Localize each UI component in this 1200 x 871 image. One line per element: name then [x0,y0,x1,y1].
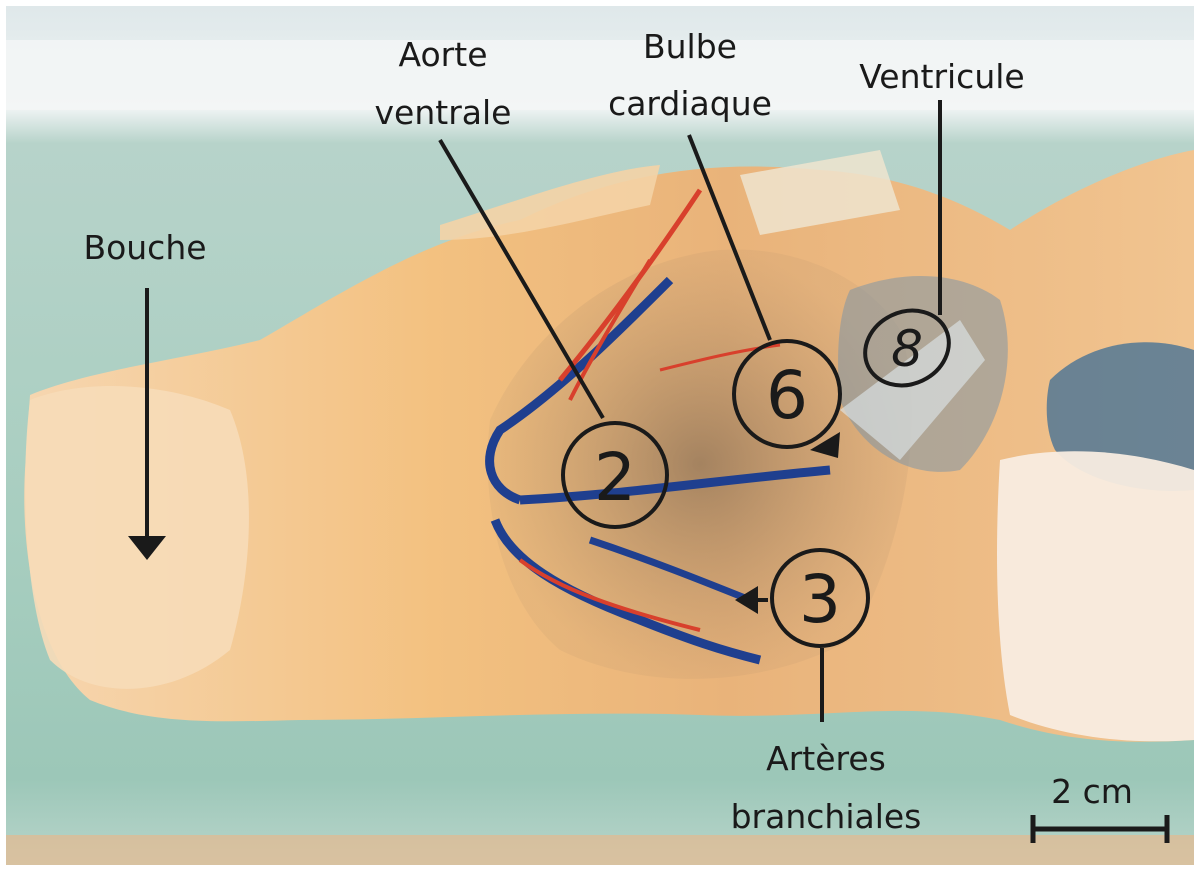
fin-upper [440,165,660,240]
scale-bar: 2 cm [1030,772,1170,843]
label-aorte-line1: Aorte [399,35,488,74]
marker-8-text: 8 [891,320,923,378]
white-block [997,451,1194,742]
arrow-3-head [735,586,758,614]
label-bouche: Bouche [83,228,206,267]
marker-8: 8 [863,308,951,388]
arrowhead-bouche [128,536,166,560]
fin-dorsal-plates [740,150,900,235]
red-artery-2 [568,258,652,401]
scale-bar-label: 2 cm [1051,772,1133,811]
tank-top-reflection [6,40,1194,110]
label-aorte-line2: ventrale [375,93,512,132]
label-bulbe-line2: cardiaque [608,84,772,123]
blue-artery-upper [485,276,674,505]
label-arteres-line1: Artères [766,739,886,778]
marker-3: 3 [770,548,870,648]
leader-aorte [438,138,605,420]
marker-2-text: 2 [594,439,636,516]
label-ventricule: Ventricule [859,57,1024,96]
red-artery-3 [518,558,701,632]
arrow-6-pointer [810,432,840,458]
label-bulbe-line1: Bulbe [643,27,737,66]
blue-artery-inner [588,536,752,604]
label-arteres-line2: branchiales [731,797,922,836]
blue-artery-mid [519,465,831,505]
marker-2: 2 [561,421,669,529]
tank-bottom-strip [6,835,1194,865]
leader-bulbe [687,134,772,341]
marker-6: 6 [732,339,842,449]
marker-3-text: 3 [799,561,841,638]
blue-artery-lower [490,518,762,665]
marker-6-text: 6 [766,357,808,434]
